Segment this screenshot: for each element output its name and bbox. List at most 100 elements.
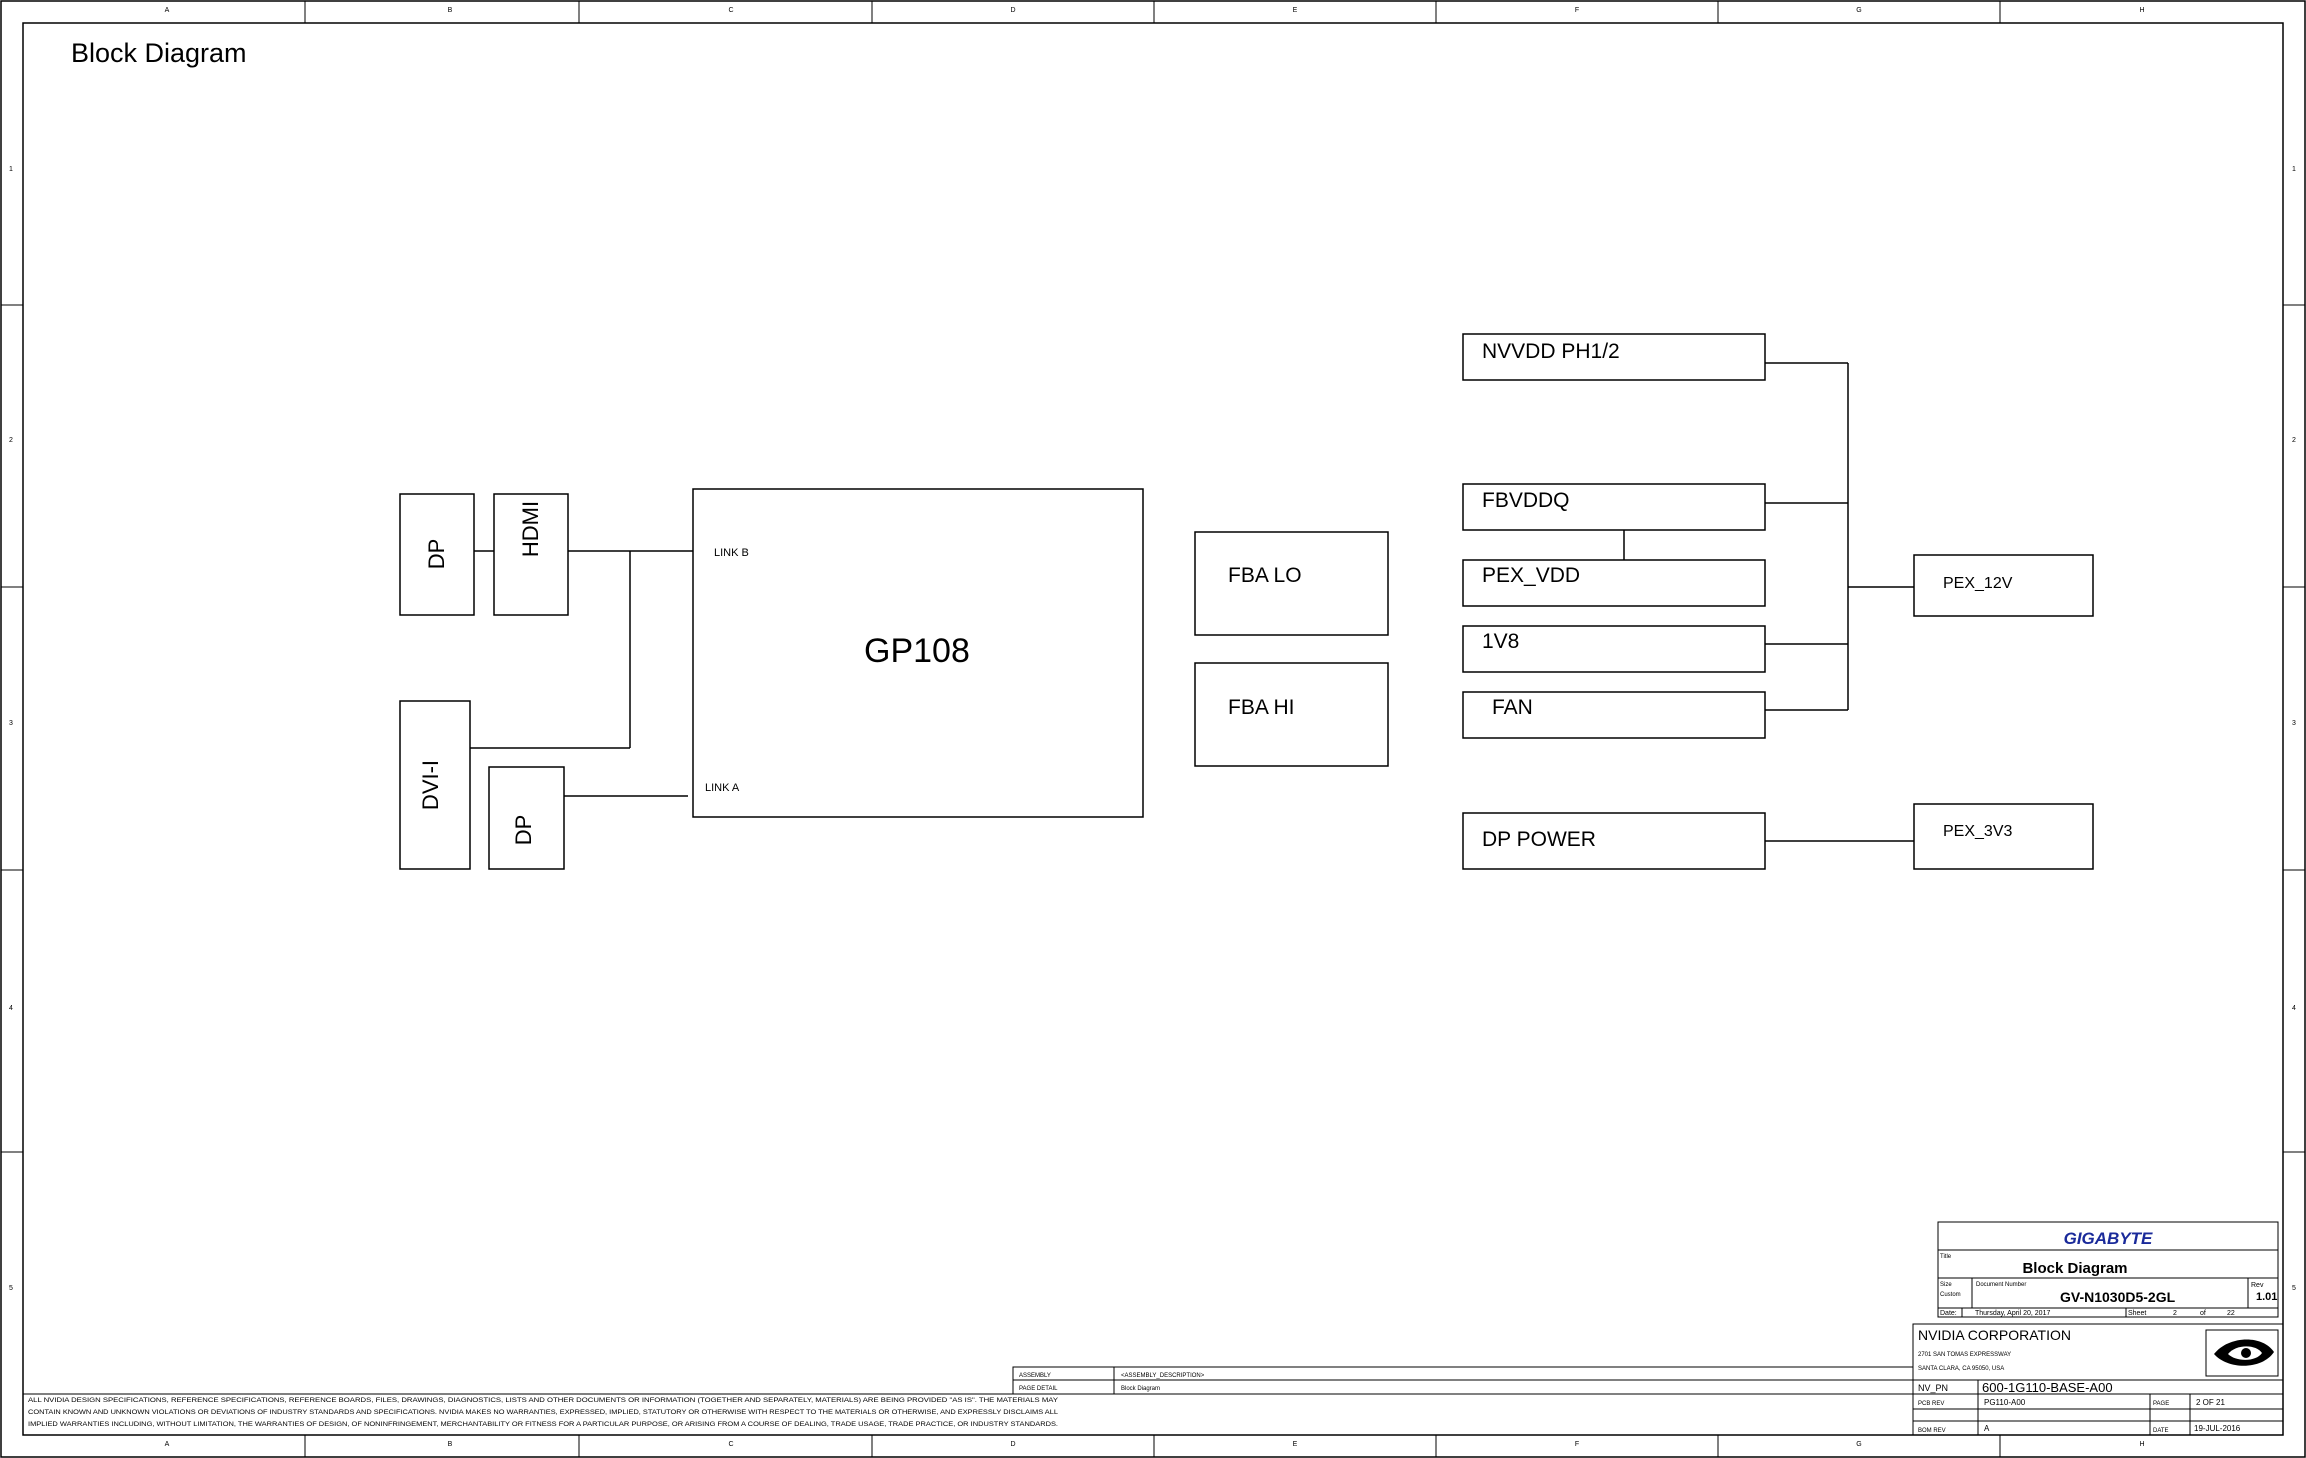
assembly-label: ASSEMBLY (1019, 1373, 1051, 1379)
nv-pn-label: NV_PN (1918, 1383, 1948, 1393)
sheet-number: 2 (2173, 1310, 2177, 1317)
connector-dp-bottom: DP (488, 766, 565, 870)
source-pex12v-label: PEX_12V (1943, 575, 2013, 592)
bom-rev-value: A (1984, 1424, 1990, 1433)
pcb-rev-value: PG110-A00 (1984, 1398, 2026, 1407)
assembly-strip: ASSEMBLY <ASSEMBLY_DESCRIPTION> PAGE DET… (1012, 1366, 1914, 1395)
connector-dp-top: DP (399, 493, 475, 616)
title-field-value: Block Diagram (2022, 1260, 2127, 1277)
rail-pex-vdd-label: PEX_VDD (1482, 564, 1580, 587)
column-label: F (1575, 1441, 1579, 1448)
sheet-of-label: of (2200, 1310, 2206, 1317)
row-label: 5 (2292, 1285, 2296, 1292)
rail-fan-label: FAN (1492, 696, 1533, 719)
disclaimer-line-1: ALL NVIDIA DESIGN SPECIFICATIONS, REFERE… (28, 1398, 1058, 1404)
nvidia-eye-logo-icon (2205, 1329, 2279, 1377)
column-label: F (1575, 7, 1579, 14)
column-label: G (1856, 7, 1861, 14)
company-name: GIGABYTE (2064, 1229, 2153, 1248)
column-label: D (1010, 1441, 1015, 1448)
gpu-label: GP108 (864, 632, 970, 670)
rail-nvvdd-label: NVVDD PH1/2 (1482, 340, 1620, 363)
row-markers: 1 2 3 4 5 1 2 3 4 5 (1, 166, 2305, 1292)
date-label: Date: (1940, 1310, 1957, 1317)
rail-fan: FAN (1462, 691, 1766, 739)
connector-dp-top-label: DP (424, 539, 449, 570)
row-label: 5 (9, 1285, 13, 1292)
rail-nvvdd: NVVDD PH1/2 (1462, 333, 1766, 381)
connector-dvi: DVI-I (399, 700, 471, 870)
source-pex12v: PEX_12V (1913, 554, 2094, 617)
row-label: 3 (2292, 720, 2296, 727)
size-field-label: Size (1940, 1282, 1952, 1288)
rail-1v8: 1V8 (1462, 625, 1766, 673)
column-label: C (728, 1441, 733, 1448)
column-label: G (1856, 1441, 1861, 1448)
nvidia-block: NVIDIA CORPORATION 2701 SAN TOMAS EXPRES… (1912, 1323, 2284, 1436)
column-label: B (448, 1441, 453, 1448)
gpu-block: GP108 LINK B LINK A (692, 488, 1144, 818)
title-field-label: Title (1940, 1254, 1952, 1260)
nvidia-corp-name: NVIDIA CORPORATION (1918, 1327, 2071, 1343)
page-field-label: PAGE (2153, 1401, 2169, 1407)
column-label: A (165, 7, 170, 14)
rail-1v8-label: 1V8 (1482, 630, 1519, 653)
gigabyte-title-block: GIGABYTE Title Block Diagram Size Custom… (1937, 1221, 2279, 1318)
pcb-rev-label: PCB REV (1918, 1401, 1944, 1407)
column-label: D (1010, 7, 1015, 14)
column-markers: A B C D E F G H A B C D E F G H (165, 1, 2145, 1457)
column-label: A (165, 1441, 170, 1448)
rev-label: Rev (2251, 1282, 2264, 1289)
row-label: 1 (9, 166, 13, 173)
power-wiring (1623, 362, 1914, 842)
column-label: H (2139, 7, 2144, 14)
column-label: E (1293, 1441, 1298, 1448)
row-label: 4 (9, 1005, 13, 1012)
nvidia-date-label: DATE (2153, 1428, 2169, 1434)
row-label: 4 (2292, 1005, 2296, 1012)
doc-number-label: Document Number (1976, 1282, 2026, 1288)
column-label: C (728, 7, 733, 14)
page-detail-value: Block Diagram (1121, 1386, 1160, 1392)
nvidia-date-value: 19-JUL-2016 (2194, 1424, 2241, 1433)
connector-dp-bottom-label: DP (511, 815, 536, 846)
connector-hdmi-label: HDMI (518, 501, 543, 557)
disclaimer-line-3: IMPLIED WARRANTIES INCLUDING, WITHOUT LI… (28, 1422, 1058, 1428)
disclaimer-line-2: CONTAIN KNOWN AND UNKNOWN VIOLATIONS OR … (28, 1410, 1059, 1416)
memory-fba-lo-label: FBA LO (1228, 564, 1302, 587)
row-label: 1 (2292, 166, 2296, 173)
rail-dp-power-label: DP POWER (1482, 828, 1596, 851)
row-label: 2 (9, 437, 13, 444)
bom-rev-label: BOM REV (1918, 1428, 1946, 1434)
page-title: Block Diagram (71, 38, 247, 68)
column-label: E (1293, 7, 1298, 14)
connector-hdmi: HDMI (493, 493, 569, 616)
memory-fba-lo: FBA LO (1194, 531, 1389, 636)
source-pex3v3: PEX_3V3 (1913, 803, 2094, 870)
row-label: 2 (2292, 437, 2296, 444)
rail-fbvddq: FBVDDQ (1462, 483, 1766, 531)
nvidia-address-2: SANTA CLARA, CA 95050, USA (1918, 1366, 2004, 1372)
page-detail-label: PAGE DETAIL (1019, 1386, 1058, 1392)
sheet-total: 22 (2227, 1310, 2235, 1317)
rail-pex-vdd: PEX_VDD (1462, 559, 1766, 607)
doc-number-value: GV-N1030D5-2GL (2060, 1289, 2176, 1305)
memory-fba-hi-label: FBA HI (1228, 696, 1295, 719)
sheet-label: Sheet (2128, 1310, 2146, 1317)
size-field-value: Custom (1940, 1292, 1961, 1298)
display-wiring (470, 550, 693, 797)
source-pex3v3-label: PEX_3V3 (1943, 823, 2012, 840)
nv-pn-value: 600-1G110-BASE-A00 (1982, 1380, 2113, 1395)
rev-value: 1.01 (2256, 1291, 2277, 1303)
date-value: Thursday, April 20, 2017 (1975, 1310, 2050, 1317)
page-field-value: 2 OF 21 (2196, 1398, 2225, 1407)
nvidia-address-1: 2701 SAN TOMAS EXPRESSWAY (1918, 1352, 2011, 1358)
connector-dvi-label: DVI-I (418, 760, 443, 810)
column-label: H (2139, 1441, 2144, 1448)
gpu-link-a: LINK A (705, 782, 740, 794)
gpu-link-b: LINK B (714, 547, 749, 559)
rail-fbvddq-label: FBVDDQ (1482, 489, 1570, 512)
disclaimer: ALL NVIDIA DESIGN SPECIFICATIONS, REFERE… (23, 1393, 1913, 1436)
